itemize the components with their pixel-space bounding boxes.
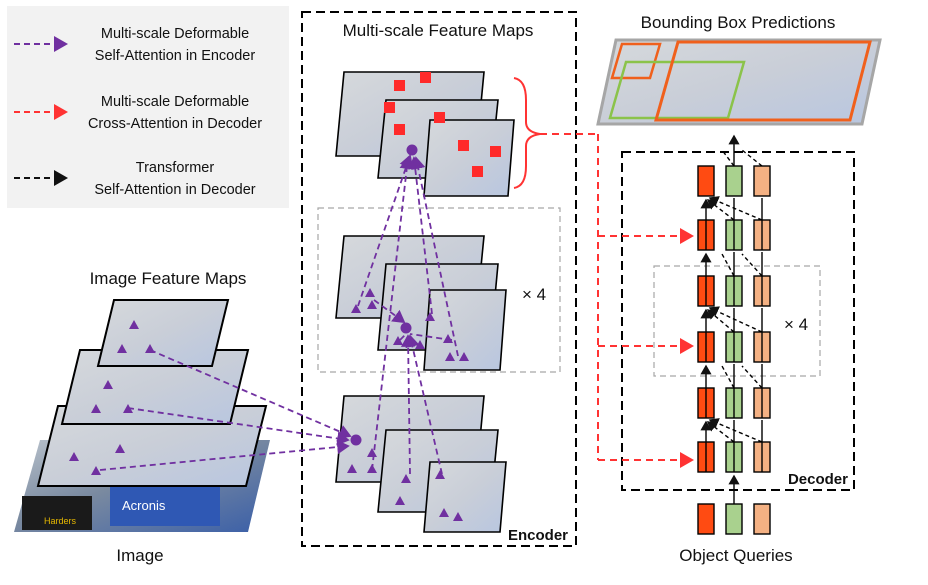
decoder-box [621,151,855,491]
multiscale-feature-maps-label: Multi-scale Feature Maps [343,21,534,40]
encoder-repeat-label: × 4 [522,285,546,304]
decoder-label: Decoder [788,471,848,488]
encoder-box [301,11,577,547]
decoder-vertical-connectors [700,134,763,504]
image-feature-map-large [36,405,268,487]
decoder-repeat-box [653,265,821,377]
image-feature-maps-label: Image Feature Maps [90,269,247,288]
encoder-label: Encoder [508,527,568,544]
top-stack-query-point [406,144,418,156]
feature-map-stack-bottom [335,395,507,533]
middle-stack-sampling-points [351,288,469,361]
decoder-cross-attention-arrows [540,133,694,468]
legend-decoder-cross-line2: Cross-Attention in Decoder [88,116,262,132]
object-queries-label: Object Queries [679,546,792,565]
pred-box-small-orange [610,42,662,80]
feature-map-brace [513,77,541,189]
legend-decoder-self-line2: Self-Attention in Decoder [94,182,255,198]
bounding-box-predictions-label: Bounding Box Predictions [641,13,836,32]
legend-decoder-self-line1: Transformer [136,160,215,176]
top-stack-sampling-squares [384,72,501,177]
encoder-repeat-box [317,207,561,373]
object-queries-row [697,503,771,535]
prediction-image [596,38,882,126]
pred-box-green [608,60,746,120]
legend-decoder-cross-line1: Multi-scale Deformable [101,94,249,110]
decoder-repeat-label: × 4 [784,315,808,334]
legend-encoder-line2: Self-Attention in Encoder [95,48,256,64]
pred-box-large-orange [654,40,872,122]
image-label: Image [116,546,163,565]
image-map-sampling-points [69,320,155,475]
legend-encoder-line1: Multi-scale Deformable [101,26,249,42]
photo-sponsor-text: Acronis [122,498,166,513]
legend: Multi-scale Deformable Self-Attention in… [7,6,289,208]
image-feature-map-medium [60,349,250,425]
decoder-layer-row-1 [697,165,771,197]
encoder-self-attention-arrows [99,154,459,475]
image-feature-map-small [96,299,230,367]
feature-map-stack-top [335,71,515,197]
photo-logo-text: Harders [44,516,77,526]
middle-stack-query-point [400,322,412,334]
bottom-stack-query-point [350,434,362,446]
feature-map-stack-middle [335,235,507,371]
decoder-self-attention-arrows [706,149,763,443]
